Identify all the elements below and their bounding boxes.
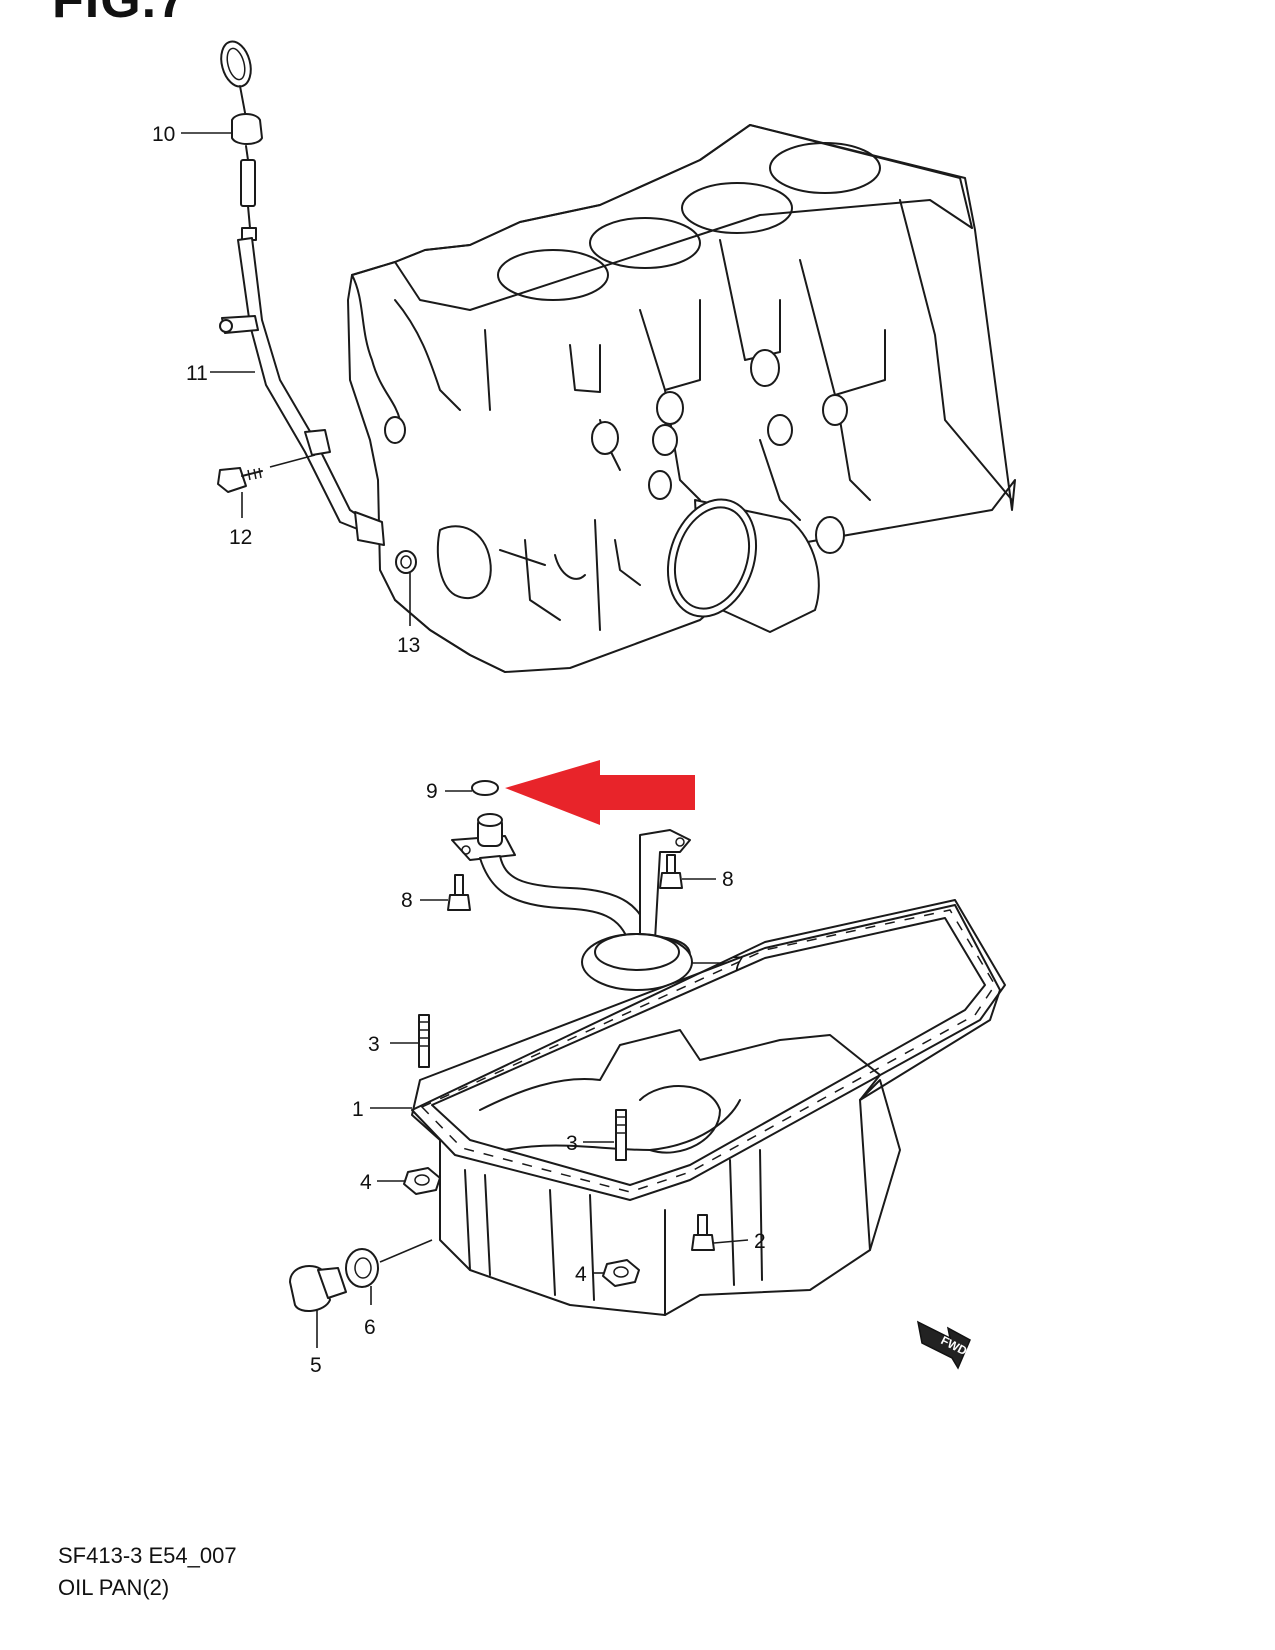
bolt-12	[217, 467, 263, 493]
diagram-code: SF413-3 E54_007	[58, 1543, 237, 1568]
o-ring-13	[395, 550, 417, 574]
callout-9: 9	[426, 780, 438, 803]
nut-4-bottom	[602, 1259, 640, 1287]
diagram-name: OIL PAN(2)	[58, 1575, 170, 1600]
oil-pan	[411, 899, 1006, 1316]
oil-strainer	[451, 813, 693, 991]
figure-title: FIG.7	[52, 0, 188, 29]
highlight-arrow-shape	[505, 760, 695, 825]
callout-5: 5	[310, 1354, 322, 1377]
gasket-6	[345, 1248, 379, 1288]
callouts: 10 11 12 13 9 8 8 7 3 1 3 4 2 4 5 6	[152, 123, 766, 1377]
engine-block	[347, 124, 1016, 673]
callout-3-left: 3	[368, 1033, 380, 1056]
oil-level-gauge	[220, 40, 263, 241]
stud-3-inner	[615, 1109, 627, 1161]
callout-8-right: 8	[722, 868, 734, 891]
bolt-8-right	[659, 854, 683, 889]
callout-8-left: 8	[401, 889, 413, 912]
leader-lines	[181, 132, 749, 1348]
callout-12: 12	[229, 526, 252, 549]
bolt-2	[691, 1214, 715, 1251]
nut-4-left	[403, 1167, 441, 1195]
drain-plug-5	[289, 1265, 347, 1312]
o-ring-9	[471, 780, 499, 796]
callout-1: 1	[352, 1098, 364, 1121]
callout-7: 7	[732, 953, 744, 976]
callout-4-left: 4	[360, 1171, 372, 1194]
callout-10: 10	[152, 123, 175, 146]
oil-level-gauge-guide	[219, 237, 385, 546]
highlight-arrow	[505, 760, 695, 825]
callout-3-inner: 3	[566, 1132, 578, 1155]
stud-3-left	[418, 1014, 430, 1068]
callout-2: 2	[754, 1230, 766, 1253]
callout-11: 11	[186, 362, 208, 385]
callout-4-bottom: 4	[575, 1263, 587, 1286]
oil-filter	[666, 498, 820, 633]
fwd-arrow-icon: FWD	[916, 1320, 971, 1370]
bolt-8-left	[447, 874, 471, 911]
callout-6: 6	[364, 1316, 376, 1339]
callout-13: 13	[397, 634, 420, 657]
